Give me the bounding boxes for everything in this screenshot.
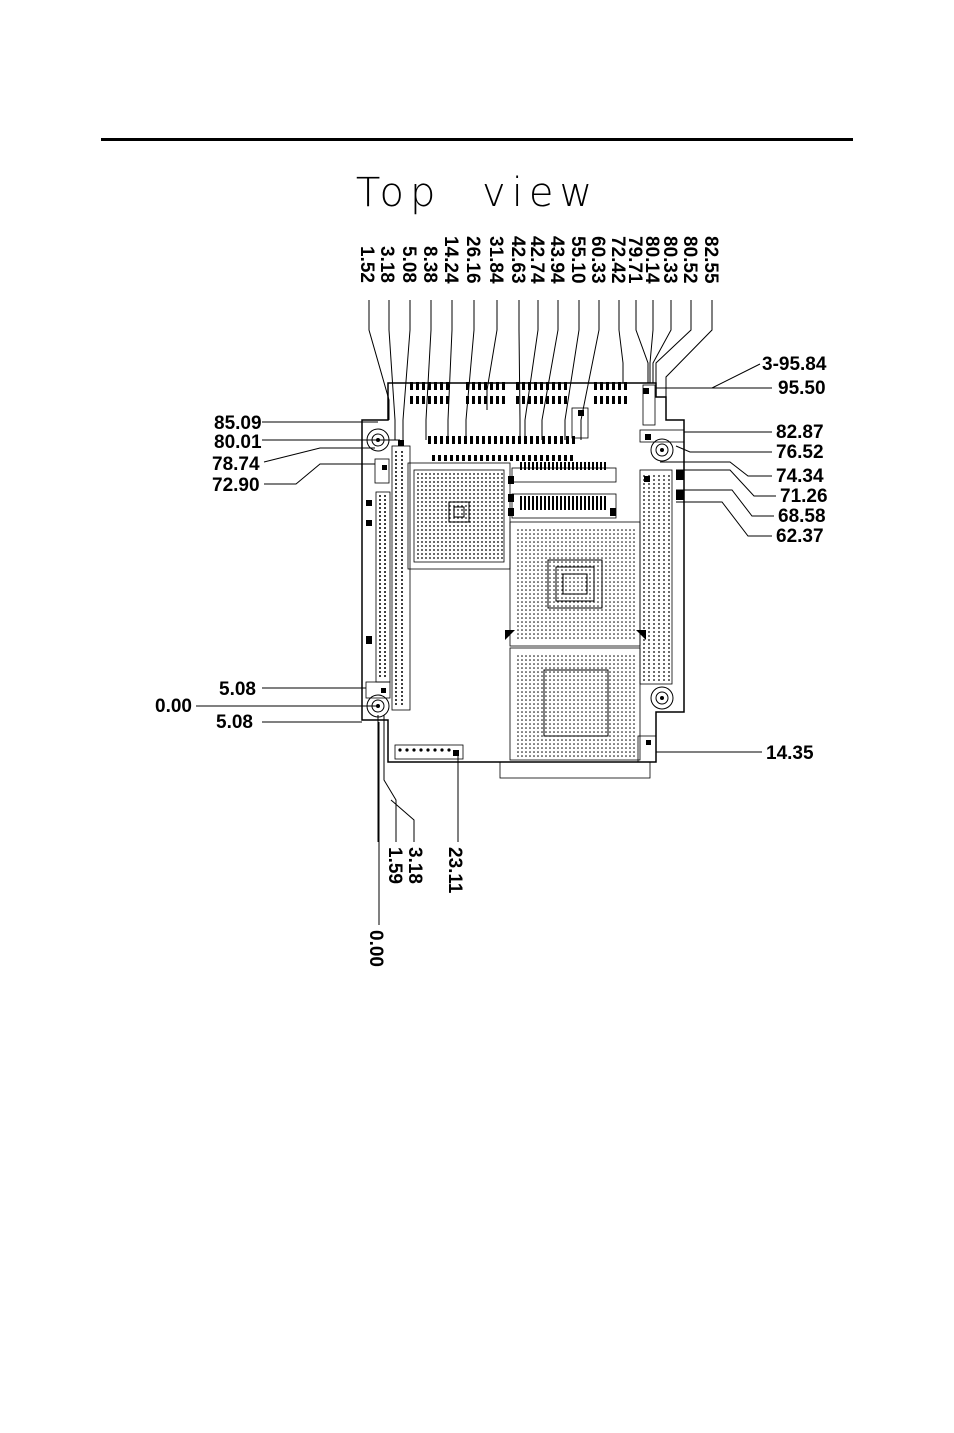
dim-label-left: 72.90 xyxy=(212,475,260,496)
dim-label-top: 26.16 xyxy=(462,236,483,284)
right-dimension-labels: 3-95.84 95.50 82.87 76.52 74.34 71.26 68… xyxy=(762,354,828,764)
left-dimension-labels: 85.09 80.01 78.74 72.90 5.08 0.00 5.08 xyxy=(155,413,262,733)
dim-label-top: 82.55 xyxy=(700,236,721,284)
dim-label-top: 3.18 xyxy=(376,246,397,283)
cpu-chip-left xyxy=(408,463,510,569)
dim-label-right: 71.26 xyxy=(780,486,828,507)
dim-label-top: 5.08 xyxy=(398,246,419,283)
bottom-right-connector xyxy=(638,736,656,762)
dim-label-top: 14.24 xyxy=(440,236,461,284)
dim-label-left: 5.08 xyxy=(219,679,256,700)
dim-label-bottom: 3.18 xyxy=(404,847,425,884)
dim-label-right: 14.35 xyxy=(766,743,814,764)
dim-label-top: 80.33 xyxy=(659,236,680,284)
dim-label-right: 62.37 xyxy=(776,526,824,547)
jumper-left-bottom xyxy=(366,682,390,698)
left-header-connector xyxy=(376,492,390,682)
dim-label-top: 42.63 xyxy=(507,236,528,284)
dim-label-right: 3-95.84 xyxy=(762,354,827,375)
small-header-left xyxy=(375,459,389,483)
dim-label-right: 95.50 xyxy=(778,378,826,399)
chipset-chip-center xyxy=(510,522,640,646)
dim-label-right: 68.58 xyxy=(778,506,826,527)
dim-label-bottom: 0.00 xyxy=(365,930,386,967)
dim-label-top: 1.52 xyxy=(356,246,377,283)
dim-label-top: 42.74 xyxy=(526,236,547,284)
dim-label-top: 31.84 xyxy=(485,236,506,284)
dim-label-top: 60.33 xyxy=(587,236,608,284)
dim-label-left: 5.08 xyxy=(216,712,253,733)
dim-label-bottom: 23.11 xyxy=(444,847,465,894)
dim-label-left: 78.74 xyxy=(212,454,260,475)
dim-label-top: 43.94 xyxy=(546,236,567,284)
dim-label-left: 0.00 xyxy=(155,696,192,717)
bottom-dimension-labels: 3.18 1.59 23.11 0.00 xyxy=(365,847,465,967)
socket-strip-upper xyxy=(512,468,616,482)
dim-label-left: 85.09 xyxy=(214,413,262,434)
dim-label-left: 80.01 xyxy=(214,432,262,453)
dim-label-right: 76.52 xyxy=(776,442,824,463)
bottom-connector xyxy=(395,745,463,759)
pc104-header-connector xyxy=(392,446,410,710)
top-dimension-labels: 1.52 3.18 5.08 8.38 14.24 26.16 31.84 42… xyxy=(356,236,721,284)
dim-label-top: 8.38 xyxy=(419,246,440,283)
dim-label-right: 82.87 xyxy=(776,422,824,443)
dim-label-top: 55.10 xyxy=(567,236,588,284)
dim-label-bottom: 1.59 xyxy=(384,847,405,884)
dim-label-right: 74.34 xyxy=(776,466,824,487)
dim-label-top: 80.52 xyxy=(679,236,700,284)
dimension-leaders xyxy=(196,300,776,925)
mounting-hole-bottom-right xyxy=(651,687,673,709)
dim-label-top: 80.14 xyxy=(641,236,662,284)
